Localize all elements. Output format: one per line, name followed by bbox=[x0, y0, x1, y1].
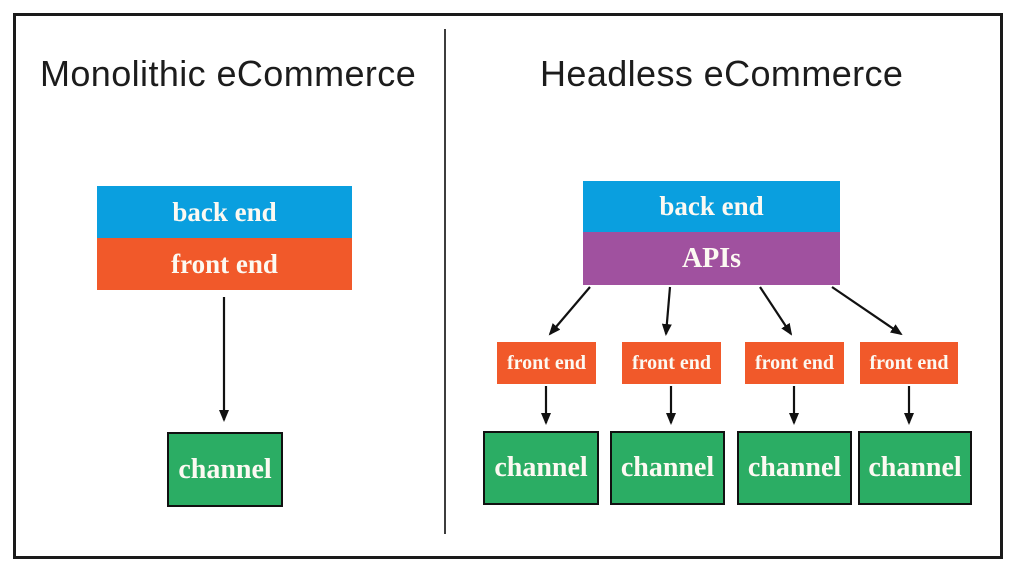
headless-frontend-box: front end bbox=[497, 342, 596, 384]
headless-frontend-box: front end bbox=[860, 342, 958, 384]
headless-channel-box: channel bbox=[737, 431, 852, 505]
headless-apis-box: APIs bbox=[583, 232, 840, 285]
headless-frontend-box: front end bbox=[745, 342, 844, 384]
panel-divider bbox=[444, 29, 446, 534]
monolithic-channel-box: channel bbox=[167, 432, 283, 507]
headless-backend-box: back end bbox=[583, 181, 840, 232]
headless-frontend-box: front end bbox=[622, 342, 721, 384]
monolithic-title: Monolithic eCommerce bbox=[40, 53, 417, 94]
headless-title: Headless eCommerce bbox=[540, 53, 904, 94]
headless-channel-box: channel bbox=[483, 431, 599, 505]
monolithic-backend-box: back end bbox=[97, 186, 352, 238]
headless-channel-box: channel bbox=[858, 431, 972, 505]
headless-channel-box: channel bbox=[610, 431, 725, 505]
monolithic-frontend-box: front end bbox=[97, 238, 352, 290]
